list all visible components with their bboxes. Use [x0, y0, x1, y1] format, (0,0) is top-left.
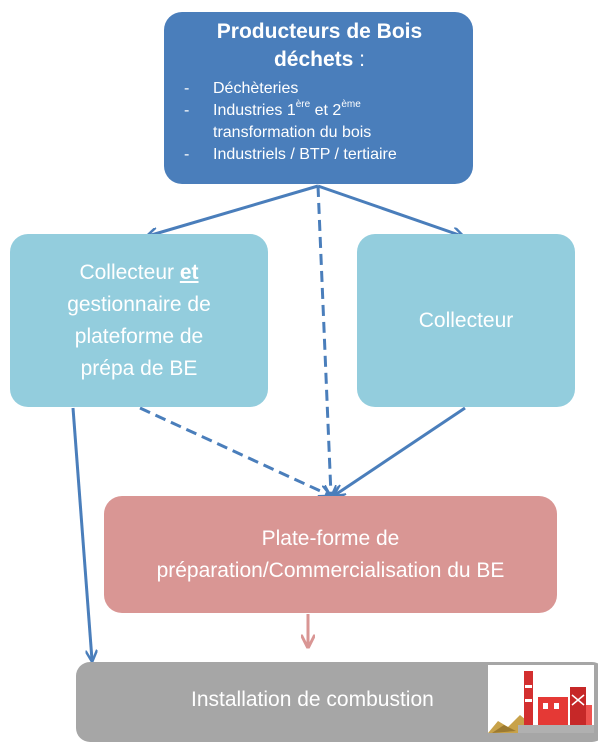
producers-title-line2: déchets: [273, 48, 354, 71]
combustion-plant-icon: [488, 665, 594, 733]
collector-label: Collecteur: [418, 308, 514, 332]
producers-box: Producteurs de Bois déchets : Déchèterie…: [164, 12, 473, 184]
arrow-producers-to-platform-dashed: [316, 185, 331, 495]
list-item: Industriels / BTP / tertiaire: [176, 144, 463, 166]
arrow-producers-to-collector: [317, 184, 462, 236]
producers-title-line1: Producteurs de Bois: [216, 20, 423, 43]
producers-title: Producteurs de Bois déchets :: [176, 18, 463, 74]
arrow-collector-manager-to-installation: [71, 407, 92, 660]
collector-box: Collecteur: [357, 234, 575, 407]
arrow-collector-to-platform: [335, 406, 466, 495]
installation-label: Installation de combustion: [191, 688, 434, 711]
platform-label: Plate-forme de préparation/Commercialisa…: [156, 526, 505, 582]
emphasis-et: et: [179, 260, 199, 284]
list-item: Déchèteries: [176, 78, 463, 100]
arrow-collector-manager-to-platform-dashed: [139, 406, 329, 495]
producers-list: Déchèteries Industries 1ère et 2èmetrans…: [176, 78, 463, 166]
platform-box: Plate-forme de préparation/Commercialisa…: [104, 496, 557, 613]
arrow-producers-to-collector-manager: [148, 184, 319, 236]
collector-manager-box: Collecteur et gestionnaire de plateforme…: [10, 234, 268, 407]
producers-title-colon: :: [353, 48, 366, 71]
collector-manager-label: Collecteur et gestionnaire de plateforme…: [67, 260, 211, 380]
